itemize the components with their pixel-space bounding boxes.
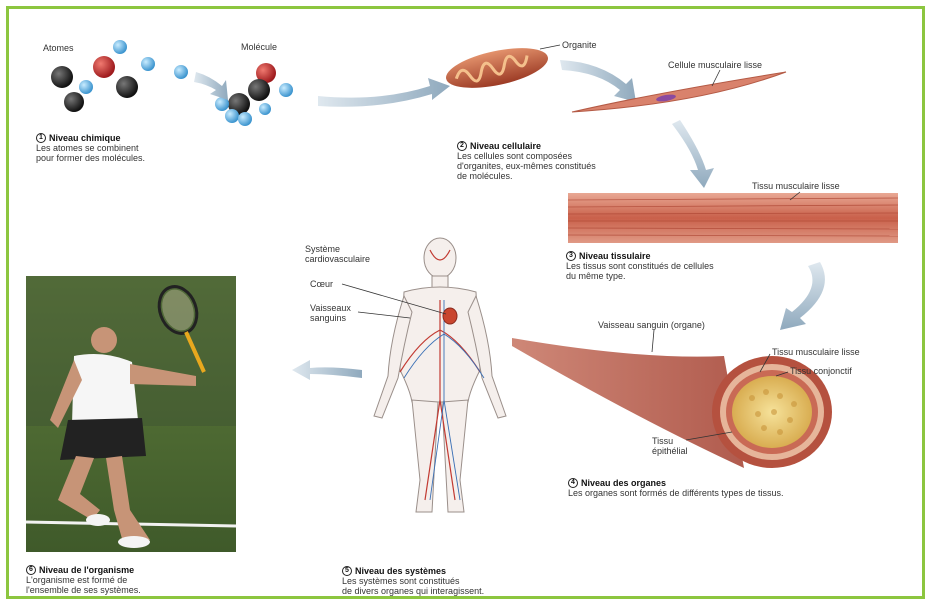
step-title: Niveau cellulaire bbox=[470, 141, 541, 151]
step-description: Les organes sont formés de différents ty… bbox=[568, 488, 888, 498]
step-description: Les systèmes sont constitués de divers o… bbox=[342, 576, 572, 596]
step-title: Niveau tissulaire bbox=[579, 251, 651, 261]
arrow-systems-to-organism bbox=[292, 360, 362, 380]
label-systeme-cardio: Système cardiovasculaire bbox=[305, 244, 370, 264]
label-vaisseau-organe: Vaisseau sanguin (organe) bbox=[598, 320, 705, 330]
systeme-illustration bbox=[342, 238, 506, 512]
step-number: 6 bbox=[26, 565, 36, 575]
step-number: 4 bbox=[568, 478, 578, 488]
step-number: 2 bbox=[457, 141, 467, 151]
step-title: Niveau chimique bbox=[49, 133, 121, 143]
step-title: Niveau de l'organisme bbox=[39, 565, 134, 575]
label-tissu-conjonctif: Tissu conjonctif bbox=[790, 366, 852, 376]
step-number: 1 bbox=[36, 133, 46, 143]
label-cellule: Cellule musculaire lisse bbox=[668, 60, 762, 70]
step-description: Les cellules sont composées d'organites,… bbox=[457, 151, 657, 181]
step-description: Les atomes se combinent pour former des … bbox=[36, 143, 236, 163]
tissu-illustration bbox=[568, 192, 898, 243]
arrow-molecule-to-organite bbox=[318, 78, 450, 107]
step-title: Niveau des organes bbox=[581, 478, 666, 488]
label-tissu-musculaire-2: Tissu musculaire lisse bbox=[772, 347, 860, 357]
label-atomes: Atomes bbox=[43, 43, 74, 53]
arrow-cell-to-tissue bbox=[672, 120, 714, 188]
label-molecule: Molécule bbox=[241, 42, 277, 52]
label-coeur: Cœur bbox=[310, 279, 333, 289]
label-vaisseaux: Vaisseaux sanguins bbox=[310, 303, 351, 323]
arrow-organite-to-cell bbox=[560, 60, 636, 102]
organisme-photo bbox=[26, 276, 236, 552]
label-organite: Organite bbox=[562, 40, 597, 50]
label-tissu-epithelial: Tissu épithélial bbox=[652, 436, 688, 456]
step-number: 5 bbox=[342, 566, 352, 576]
step-description: L'organisme est formé de l'ensemble de s… bbox=[26, 575, 226, 595]
organite-illustration bbox=[443, 41, 560, 96]
step-description: Les tissus sont constitués de cellules d… bbox=[566, 261, 796, 281]
label-tissu-musculaire: Tissu musculaire lisse bbox=[752, 181, 840, 191]
arrow-atoms-to-molecule bbox=[194, 72, 228, 100]
step-title: Niveau des systèmes bbox=[355, 566, 446, 576]
step-number: 3 bbox=[566, 251, 576, 261]
